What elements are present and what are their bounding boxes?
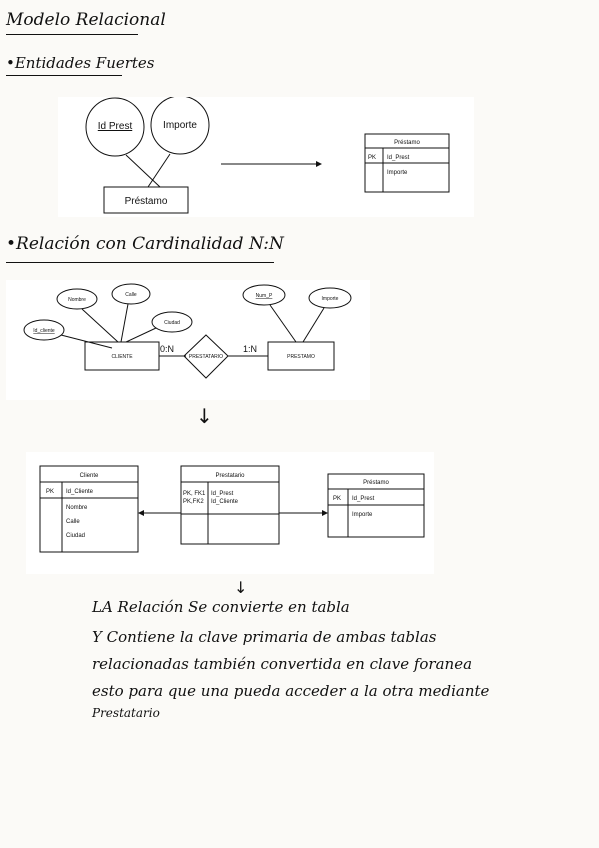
table-cliente-pk-field: Id_Cliente (66, 489, 94, 495)
table-cliente-field: Ciudad (66, 533, 85, 539)
table-prestatario (180, 465, 280, 545)
arrow-left-icon (138, 510, 144, 516)
attribute-importe-label: Importe (163, 120, 197, 131)
arrow-down-icon: ↓ (196, 404, 213, 428)
table-prestamo-pk-field: Id_Prest (387, 155, 410, 161)
attribute-ciudad-label: Ciudad (164, 320, 180, 326)
table-prestatario-name: Prestatario (215, 473, 245, 479)
heading-strong-entities-underline (6, 75, 122, 76)
heading-nn-relation-underline (6, 262, 274, 263)
attribute-id-cliente-label: Id_cliente (33, 328, 55, 334)
attribute-ciudad (151, 311, 193, 333)
arrow-right-icon (322, 510, 328, 516)
table-prestamo-field: Importe (387, 170, 408, 176)
table-prestamo-name: Préstamo (394, 140, 420, 146)
table-prestamo-pk-label: PK (368, 155, 376, 161)
attribute-num-p-label: Num_P (256, 293, 273, 299)
table-prestamo-rel-pk-label: PK (333, 496, 341, 502)
heading-nn-relation: •Relación con Cardinalidad N:N (6, 234, 284, 254)
attribute-nombre-label: Nombre (68, 297, 86, 303)
note-line-3: relacionadas también convertida en clave… (92, 655, 473, 673)
table-cliente (39, 465, 139, 553)
relationship-prestatario (183, 334, 229, 379)
arrow-down-icon: ↓ (234, 578, 248, 597)
diagram-er: Nombre Calle Ciudad Id_cliente Num_P Imp… (23, 283, 352, 379)
attribute-num-p (242, 284, 286, 306)
heading-nn-relation-text: Relación con Cardinalidad N:N (16, 234, 284, 254)
relationship-prestatario-label: PRESTATARIO (189, 354, 223, 360)
entity-prestamo-er-label: PRESTAMO (287, 354, 315, 360)
table-prestatario-fk2-label: PK,FK2 (183, 499, 204, 505)
table-cliente-field: Nombre (66, 505, 88, 511)
connector-line (147, 153, 171, 188)
attribute-id-cliente (23, 319, 65, 341)
heading-strong-entities: •Entidades Fuertes (6, 54, 155, 72)
attribute-nombre (56, 288, 98, 310)
table-prestatario-fk1-field: Id_Prest (211, 491, 234, 497)
diagram-er-panel: Nombre Calle Ciudad Id_cliente Num_P Imp… (6, 280, 370, 400)
table-cliente-field: Calle (66, 519, 80, 525)
connector-line (125, 154, 161, 188)
arrow-head-icon (316, 161, 322, 167)
attribute-importe-er (308, 287, 352, 309)
table-prestatario-fk2-field: Id_Cliente (211, 499, 239, 505)
attribute-id-prest (85, 97, 145, 157)
note-line-5: Prestatario (92, 706, 160, 720)
attribute-id-prest-label: Id Prest (98, 121, 133, 132)
entity-prestamo (103, 186, 189, 214)
table-cliente-pk-label: PK (46, 489, 54, 495)
attribute-calle-label: Calle (125, 292, 137, 298)
attribute-calle (111, 283, 151, 305)
title-underline (6, 34, 138, 35)
diagram-strong-entity: Id Prest Importe Préstamo Préstamo PK Id… (85, 95, 450, 214)
diagram-relational-panel: Cliente PK Id_Cliente Nombre Calle Ciuda… (26, 452, 434, 574)
table-prestatario-fk1-label: PK, FK1 (183, 491, 206, 497)
note-line-4: esto para que una pueda acceder a la otr… (92, 682, 490, 700)
cardinality-right: 1:N (243, 344, 257, 354)
page-title: Modelo Relacional (6, 10, 166, 30)
attribute-importe-er-label: Importe (322, 296, 339, 302)
cardinality-left: 0:N (160, 344, 174, 354)
diagram-strong-entity-panel: Id Prest Importe Préstamo Préstamo PK Id… (58, 95, 474, 217)
entity-prestamo-er (267, 341, 335, 371)
entity-cliente-label: CLIENTE (111, 354, 133, 360)
table-prestamo-rel-field: Importe (352, 512, 373, 518)
diagram-relational: Cliente PK Id_Cliente Nombre Calle Ciuda… (39, 465, 425, 553)
table-prestamo-rel-name: Préstamo (363, 480, 389, 486)
heading-strong-entities-text: Entidades Fuertes (14, 54, 155, 72)
note-line-1: LA Relación Se convierte en tabla (92, 598, 350, 616)
entity-prestamo-label: Préstamo (125, 196, 168, 207)
table-cliente-name: Cliente (80, 473, 99, 479)
table-prestamo-rel-pk-field: Id_Prest (352, 496, 375, 502)
note-line-2: Y Contiene la clave primaria de ambas ta… (92, 628, 437, 646)
